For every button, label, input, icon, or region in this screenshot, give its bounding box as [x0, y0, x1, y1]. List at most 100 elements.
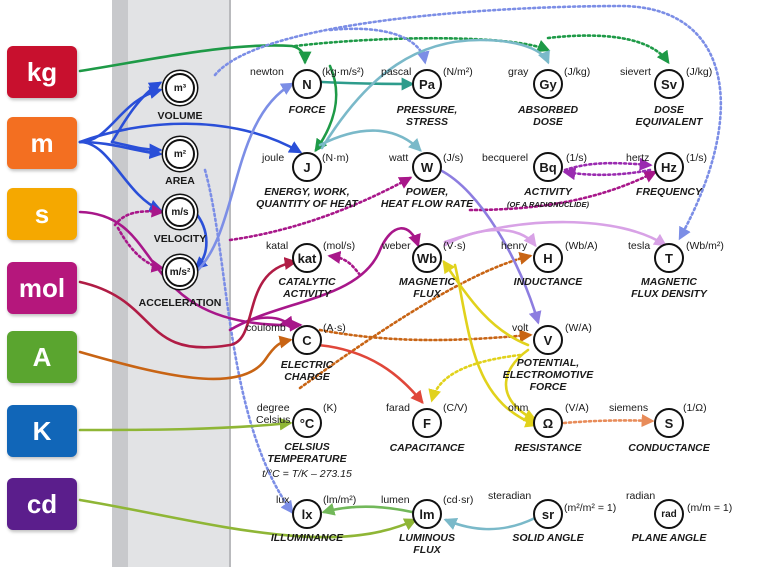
unit-def-lux: (lm/m²) [323, 494, 357, 506]
unit-def-steradian: (m²/m² = 1) [564, 502, 617, 514]
arrow-m-to-tesla [213, 4, 723, 241]
arrow-A-to-volt [318, 328, 533, 343]
unit-def-newton: (kg·m/s²) [322, 66, 364, 78]
arrow-m-to-pascal [328, 27, 430, 65]
unit-symbol: C [302, 332, 312, 348]
unit-ohm-circle: Ω [533, 408, 563, 438]
quantity-electric-charge: ELECTRIC CHARGE [280, 359, 334, 383]
unit-tesla-circle: T [654, 243, 684, 273]
unit-symbol: H [543, 250, 553, 266]
arrow-volt-to-weber [442, 259, 530, 347]
quantity-force: FORCE [288, 104, 326, 116]
unit-weber-circle: Wb [412, 243, 442, 273]
unit-watt-circle: W [412, 152, 442, 182]
base-unit-cd: cd [7, 478, 77, 530]
arrow-joule-to-watt [318, 129, 422, 152]
arrow-m-to-velocity [78, 140, 163, 212]
unit-name-celsius: degree Celsius [256, 402, 291, 426]
unit-symbol: Gy [539, 76, 557, 92]
arrow-A-to-henry [298, 252, 533, 390]
arrow-ohm-to-siemens [562, 414, 655, 428]
unit-farad-circle: F [412, 408, 442, 438]
unit-symbol: T [665, 250, 673, 266]
unit-name-coulomb: coulomb [246, 322, 286, 334]
arrow-lumen-to-lux [321, 503, 414, 516]
quantity-resistance: RESISTANCE [514, 442, 582, 454]
unit-lux-circle: lx [292, 499, 322, 529]
arrow-m-to-volume [78, 86, 163, 144]
unit-velocity-circle: m/s [165, 197, 195, 227]
unit-pascal-circle: Pa [412, 69, 442, 99]
unit-symbol: °C [299, 415, 315, 431]
quantity-plane-angle: PLANE ANGLE [631, 532, 707, 544]
unit-symbol: Sv [661, 76, 677, 92]
arrow-m-to-lux [203, 168, 294, 515]
base-unit-label: mol [18, 272, 66, 303]
base-unit-mol: mol [7, 262, 77, 314]
quantity-magnetic-flux-density: MAGNETIC FLUX DENSITY [631, 276, 707, 300]
unit-radian-circle: rad [654, 499, 684, 529]
unit-def-hertz: (1/s) [686, 152, 707, 164]
unit-symbol: V [543, 332, 553, 348]
unit-name-siemens: siemens [609, 402, 649, 414]
arrow-m-to-m-volume-b [110, 81, 163, 144]
quantity-inductance: INDUCTANCE [513, 276, 583, 288]
unit-def-coulomb: (A·s) [323, 322, 346, 334]
base-unit-label: s [34, 198, 50, 229]
arrow-mol-to-katal [78, 257, 298, 349]
arrow-kg-to-sievert [546, 34, 670, 65]
unit-symbol: Hz [661, 159, 677, 175]
unit-name-radian: radian [626, 490, 656, 502]
quantity-acceleration: ACCELERATION [138, 297, 222, 309]
unit-area-circle: m² [165, 139, 195, 169]
unit-def-watt: (J/s) [443, 152, 464, 164]
unit-name-tesla: tesla [628, 240, 651, 252]
arrow-coulomb-to-farad [316, 343, 424, 405]
arrow-m-to-joule [78, 122, 303, 154]
unit-def-pascal: (N/m²) [443, 66, 473, 78]
unit-henry-circle: H [533, 243, 563, 273]
unit-name-joule: joule [262, 152, 285, 164]
arrow-cd-to-lumen [78, 498, 418, 539]
unit-symbol: m² [173, 148, 187, 160]
unit-acceleration-circle: m/s² [165, 257, 195, 287]
arrow-s-to-watt [228, 176, 413, 242]
unit-symbol: m³ [173, 82, 187, 94]
unit-name-katal: katal [266, 240, 289, 252]
unit-def-henry: (Wb/A) [565, 240, 598, 252]
unit-symbol: kat [297, 250, 317, 266]
unit-steradian-circle: sr [533, 499, 563, 529]
quantity-solid-angle: SOLID ANGLE [512, 532, 584, 544]
base-unit-label: K [32, 415, 52, 446]
unit-def-lumen: (cd·sr) [443, 494, 474, 506]
unit-def-tesla: (Wb/m²) [686, 240, 724, 252]
unit-def-siemens: (1/Ω) [683, 402, 707, 414]
arrow-acceleration-to-newton [194, 82, 295, 274]
unit-def-celsius: (K) [323, 402, 337, 414]
arrow-s-to-velocity [113, 204, 165, 227]
unit-name-lux: lux [276, 494, 290, 506]
unit-def-ohm: (V/A) [565, 402, 589, 414]
unit-joule-circle: J [292, 152, 322, 182]
unit-name-sievert: sievert [620, 66, 651, 78]
arrow-m-to-area-b [110, 140, 163, 157]
quantity-area: AREA [165, 175, 195, 187]
quantity-luminous-flux: LUMINOUS FLUX [399, 532, 455, 556]
quantity-potential: POTENTIAL, ELECTROMOTIVE FORCE [502, 357, 594, 393]
unit-symbol: S [664, 415, 674, 431]
quantity-pressure: PRESSURE, STRESS [396, 104, 458, 128]
unit-symbol: Ω [542, 415, 554, 431]
arrow-katal-to-bq-dashed [327, 250, 362, 277]
unit-symbol: m/s [171, 206, 189, 218]
unit-def-becquerel: (1/s) [566, 152, 587, 164]
quantity-activity: ACTIVITY [524, 186, 572, 198]
arrow-kg-to-gray [293, 36, 551, 52]
quantity-conductance: CONDUCTANCE [628, 442, 710, 454]
unit-name-newton: newton [250, 66, 284, 78]
unit-def-weber: (V·s) [443, 240, 466, 252]
base-unit-m: m [7, 117, 77, 169]
unit-gray-circle: Gy [533, 69, 563, 99]
quantity-illuminance: ILLUMINANCE [270, 532, 344, 544]
unit-katal-circle: kat [292, 243, 322, 273]
